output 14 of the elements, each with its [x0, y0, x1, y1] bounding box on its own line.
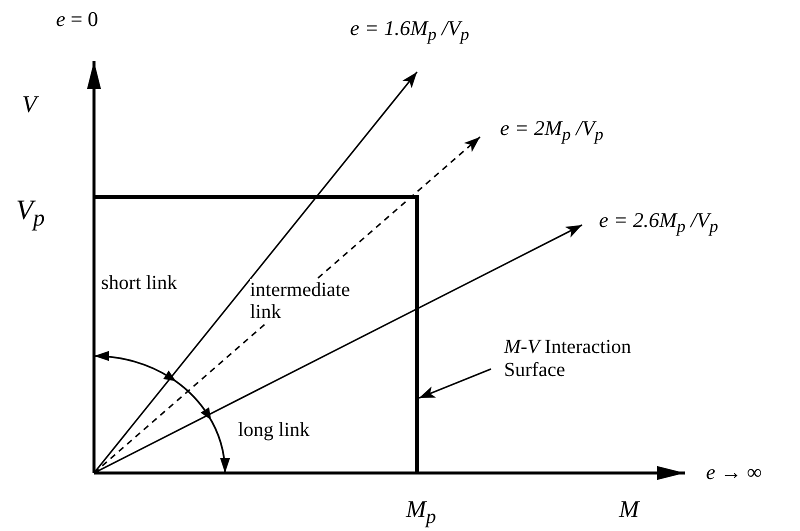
surface-label: M-V Interaction Surface: [504, 336, 632, 382]
eccentricity-label: e = 2M$_{p}$ /V$_{p}$: [500, 116, 604, 144]
axis-label: V$_{p}$: [16, 196, 45, 232]
leader-arrow: [418, 368, 492, 399]
eccentricity-label: e = 1.6M$_{p}$ /V$_{p}$: [350, 16, 470, 44]
axis-label: V: [22, 92, 37, 118]
region-label: long link: [238, 419, 310, 441]
region-label: short link: [101, 272, 178, 294]
region-label: e = 0: [56, 8, 98, 32]
ray-arrow: [93, 72, 418, 474]
eccentricity-label: e = 2.6M$_{p}$ /V$_{p}$: [599, 208, 718, 236]
axis-label: M$_{p}$: [406, 497, 436, 528]
region-label: e → ∞: [706, 461, 762, 484]
axis-label: M: [619, 497, 639, 524]
